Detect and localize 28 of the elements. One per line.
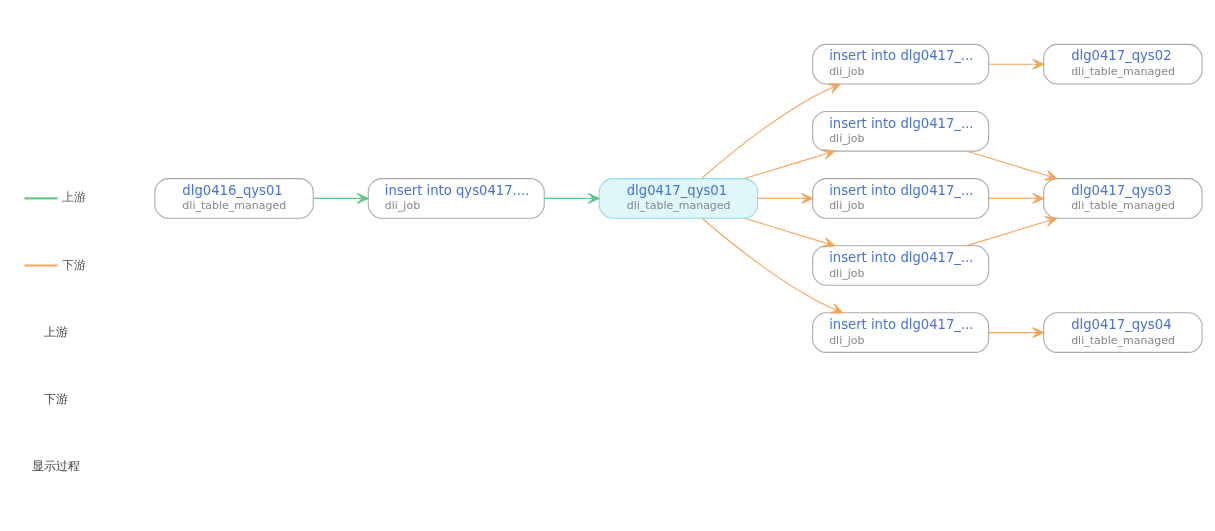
legend-label: 下游 [61, 257, 86, 272]
label: 上游 [44, 324, 69, 339]
node-box: insert into dlg0417_... dli_job [812, 245, 990, 286]
arrow [757, 192, 814, 204]
node-box: dlg0417_qys02 dli_table_managed [1043, 43, 1203, 85]
arrow [744, 149, 836, 180]
node-box: insert into dlg0417_... dli_job [812, 312, 990, 353]
arrow [966, 216, 1058, 247]
arrow [744, 217, 836, 248]
legend-label: 上游 [61, 190, 86, 205]
label: 显示过程 [32, 458, 81, 473]
arrow [988, 192, 1045, 204]
arrow [701, 218, 843, 314]
node-box: dlg0417_qys01 dli_table_managed [598, 178, 759, 219]
node-box: insert into qys0417.... dli_job [367, 178, 545, 219]
arrow [988, 58, 1045, 70]
arrow [312, 192, 369, 204]
node-box: insert into dlg0417_... dli_job [812, 110, 990, 152]
label: 下游 [44, 391, 69, 406]
arrow [988, 327, 1045, 339]
node-box: dlg0417_qys03 dli_table_managed [1043, 178, 1203, 219]
node-box: insert into dlg0417_... dli_job [812, 43, 990, 85]
arrow [701, 83, 841, 179]
node-box: dlg0416_qys01 dli_table_managed [154, 178, 314, 219]
node-box: dlg0417_qys04 dli_table_managed [1043, 312, 1203, 353]
arrow [543, 192, 600, 204]
node-box: insert into dlg0417_... dli_job [812, 178, 990, 219]
arrow [966, 150, 1058, 181]
